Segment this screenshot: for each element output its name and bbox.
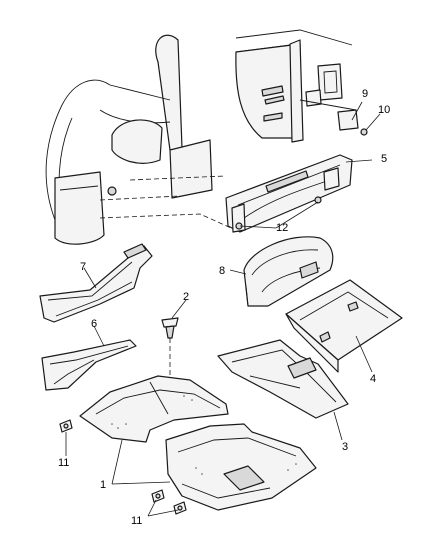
callout-4: 4 <box>370 373 376 385</box>
callout-2: 2 <box>183 291 189 303</box>
callout-11-lower: 11 <box>131 515 142 527</box>
callout-11-upper: 11 <box>58 457 69 469</box>
fastener-11-lower-a <box>151 489 165 503</box>
callout-10: 10 <box>378 104 390 116</box>
rear-floor-mat <box>217 339 349 419</box>
cargo-floor-mat <box>285 279 403 373</box>
side-trim-panel-lower <box>41 339 137 391</box>
callout-12: 12 <box>276 222 288 234</box>
callout-3: 3 <box>342 441 348 453</box>
callout-6: 6 <box>91 318 97 330</box>
vehicle-body-rear-corner <box>235 29 368 143</box>
front-floor-carpet <box>79 375 229 443</box>
carpet-lower-texture-dots <box>195 463 297 475</box>
callout-5: 5 <box>381 153 387 165</box>
vehicle-body-rear <box>45 34 241 245</box>
callout-8: 8 <box>219 265 225 277</box>
fastener-11-lower-b <box>173 501 187 515</box>
rear-sill-panel <box>225 154 353 233</box>
side-trim-panel-upper <box>39 243 153 323</box>
carpet-texture-dots <box>111 395 193 429</box>
callout-labels: 1 2 3 4 5 6 7 8 9 10 11 11 12 <box>58 88 390 527</box>
callout-7: 7 <box>80 261 86 273</box>
wheelhouse-cover <box>243 236 334 307</box>
callout-1: 1 <box>100 479 106 491</box>
callout-9: 9 <box>362 88 368 100</box>
fastener-11-upper <box>59 419 73 433</box>
front-floor-carpet-lower <box>165 423 317 511</box>
leader-lines <box>65 101 381 517</box>
push-pin-fastener <box>161 317 179 339</box>
